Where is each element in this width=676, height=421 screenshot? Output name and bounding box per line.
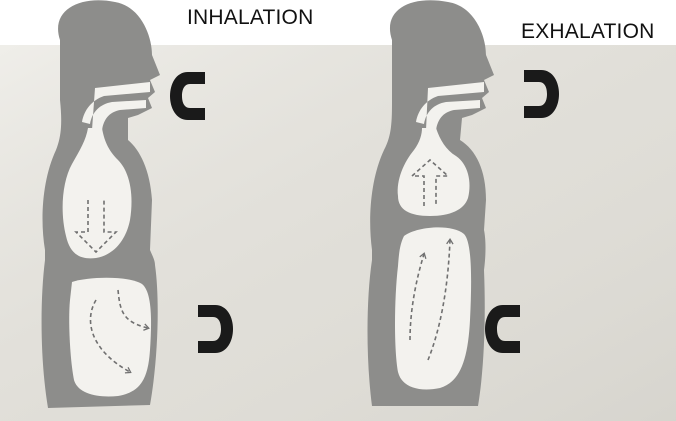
exhalation-abdomen-cavity — [395, 227, 471, 389]
inhalation-abdomen-cavity — [69, 278, 151, 397]
